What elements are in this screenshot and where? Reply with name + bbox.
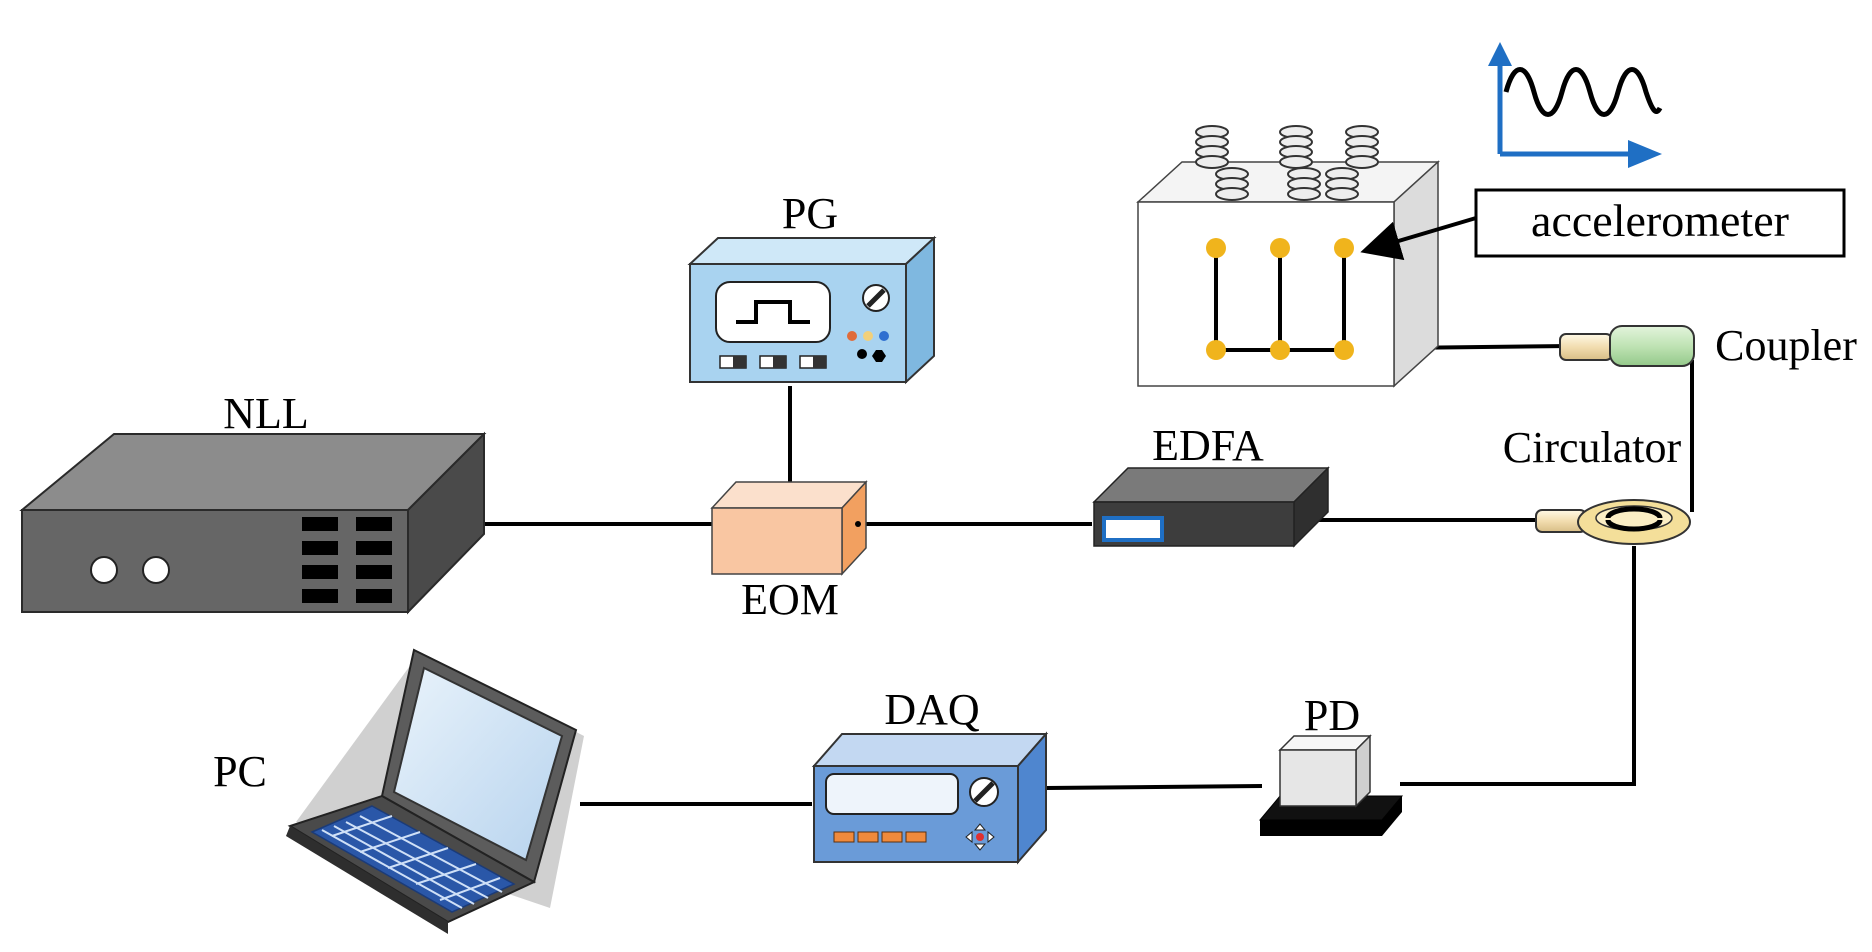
pc-label: PC xyxy=(213,747,267,796)
fiber-circulator-coupler xyxy=(1688,360,1694,512)
pg-button-hex xyxy=(872,350,886,362)
pg-side-face xyxy=(905,235,935,385)
transformer-tank xyxy=(1136,125,1440,388)
accelerometer-box xyxy=(1474,188,1846,258)
pd-box-front xyxy=(1279,749,1357,807)
bushing xyxy=(1215,167,1249,201)
edfa-device: EDFA xyxy=(1092,421,1330,548)
eom-label: EOM xyxy=(741,575,839,624)
circulator-arrow-icon xyxy=(1605,506,1663,519)
bushings xyxy=(1195,125,1379,201)
nll-vent-slots xyxy=(302,517,392,603)
bushing xyxy=(1279,125,1313,169)
pd-label: PD xyxy=(1304,691,1360,740)
laptop-keys xyxy=(321,815,503,909)
accelerometer-label: accelerometer xyxy=(1531,195,1789,246)
eom-front-face xyxy=(711,507,843,575)
daq-device: DAQ xyxy=(811,685,1049,865)
bushing xyxy=(1287,167,1321,201)
pd-base-front xyxy=(1260,820,1382,836)
accelerometer-callout: accelerometer xyxy=(1360,188,1846,261)
daq-top-face xyxy=(811,733,1049,767)
bushing xyxy=(1195,125,1229,169)
nll-knob-right xyxy=(142,556,170,584)
pg-button-round xyxy=(857,349,867,359)
coupler-device: Coupler xyxy=(1559,321,1857,370)
pg-screen xyxy=(715,281,831,343)
daq-screen xyxy=(825,773,959,815)
coupler-ferrule xyxy=(1559,333,1613,361)
eom-top-face xyxy=(710,481,868,509)
pg-led-red xyxy=(847,331,857,341)
fiber-circulator-pd xyxy=(1400,546,1636,786)
cable-pd-daq xyxy=(1045,784,1263,790)
laptop-screen xyxy=(392,666,564,862)
pc-laptop: PC xyxy=(213,648,584,934)
pg-top-face xyxy=(687,237,937,265)
daq-navpad-icon xyxy=(965,823,995,851)
pulse-waveform-icon xyxy=(736,300,810,324)
pg-led-blue xyxy=(879,331,889,341)
circulator-device: Circulator xyxy=(1503,423,1691,545)
bushing xyxy=(1345,125,1379,169)
laptop-base-edge xyxy=(286,826,448,934)
tank-side-face xyxy=(1393,160,1439,388)
pg-device: PG xyxy=(687,189,937,385)
pg-switches xyxy=(719,355,827,369)
nll-front-face xyxy=(21,509,409,613)
circulator-label: Circulator xyxy=(1503,423,1682,472)
tank-front-face xyxy=(1137,201,1395,387)
connection-lines xyxy=(472,344,1694,806)
nll-top-face xyxy=(19,433,487,511)
vibration-signal-icon xyxy=(1488,42,1663,168)
bushing xyxy=(1325,167,1359,201)
nll-label: NLL xyxy=(223,389,309,438)
callout-arrow xyxy=(1360,216,1477,261)
eom-device: EOM xyxy=(710,480,868,624)
coupler-sleeve xyxy=(1609,325,1695,367)
pd-base-side xyxy=(1382,796,1402,836)
pg-led-yellow xyxy=(863,331,873,341)
daq-label: DAQ xyxy=(884,685,980,734)
edfa-display xyxy=(1102,516,1164,542)
eom-port xyxy=(855,521,861,527)
pd-device: PD xyxy=(1258,691,1404,836)
edfa-top-face xyxy=(1092,467,1330,503)
nll-knob-left xyxy=(90,556,118,584)
nll-device: NLL xyxy=(19,389,487,615)
coupler-label: Coupler xyxy=(1715,321,1857,370)
daq-buttons xyxy=(833,831,927,843)
pg-label: PG xyxy=(782,189,838,238)
edfa-label: EDFA xyxy=(1152,421,1264,470)
accelerometer-points xyxy=(1206,238,1354,360)
